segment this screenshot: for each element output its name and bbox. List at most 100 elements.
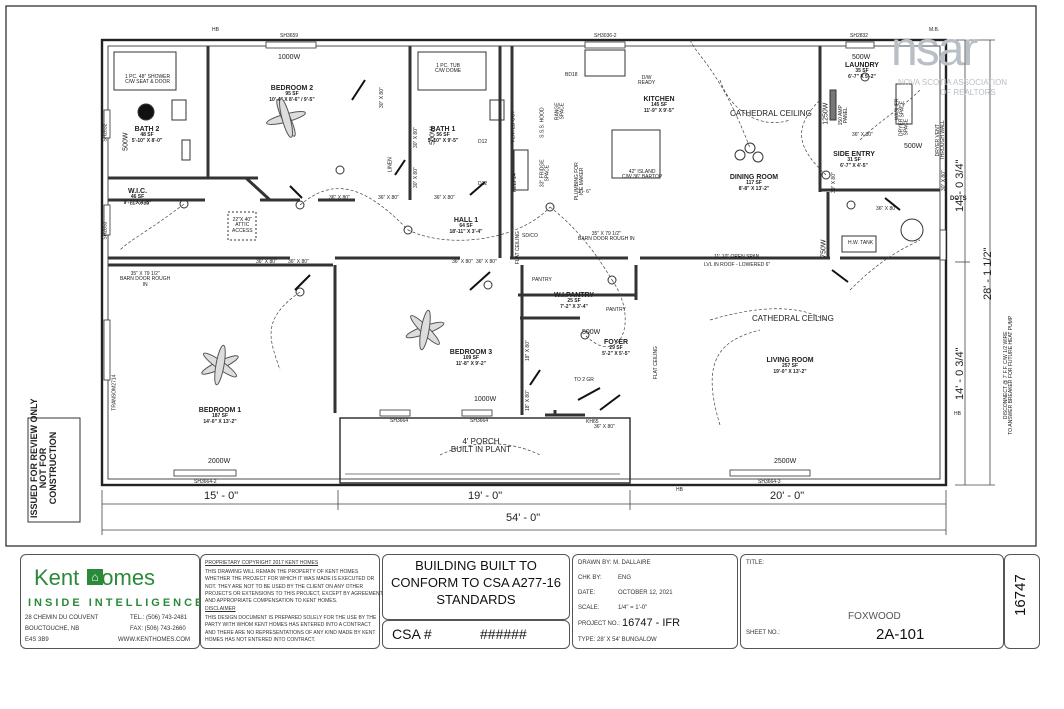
note-d12-a: D12 xyxy=(478,139,488,145)
sheet-value: 2A-101 xyxy=(876,626,925,643)
door-size: 36" X 80" xyxy=(476,259,497,265)
room-dims: 7'-2" X 3'-4" xyxy=(560,303,588,310)
room-name: KITCHEN xyxy=(643,96,675,103)
dimension-segment-2: 19' - 0" xyxy=(468,490,503,502)
note-disconnect: DISCONNECT @ 7' F.F. C/W 1/2 WIRE TO ANS… xyxy=(1003,315,1015,435)
address-line-1: 28 CHEMIN DU COUVENT xyxy=(25,615,99,621)
note-lvl: LVL IN ROOF - LOWERED 6" xyxy=(704,262,771,268)
project-type: TYPE: 28' X 54' BUNGALOW xyxy=(578,637,657,643)
exterior-walls xyxy=(100,38,948,487)
room-dims: 8'-8" X 13'-2" xyxy=(738,185,770,192)
room-wic: W.I.C. 46 SF 9'-7" X 4'-6" xyxy=(115,188,160,206)
note-hood: S.S.S. HOOD xyxy=(539,107,546,138)
tag-500w-foyer: 500W xyxy=(582,329,601,336)
room-name: BEDROOM 1 xyxy=(198,407,242,414)
room-dining: DINING ROOM 117 SF 8'-8" X 13'-2" xyxy=(723,174,785,192)
title-value: FOXWOOD xyxy=(848,611,901,622)
note-dryer-space: DRYER SPACE xyxy=(898,118,910,136)
address-line-3: E4S 3B9 xyxy=(25,637,49,643)
address-line-2: BOUCTOUCHE, NB xyxy=(25,626,80,632)
door-size: 36" X 80" xyxy=(329,195,350,201)
note-cathedral-living: CATHEDRAL CEILING xyxy=(752,314,834,323)
tag-mb: M.B. xyxy=(929,27,940,33)
note-fridge: 33" FRIDGE SPACE xyxy=(539,159,551,188)
door-size: 18" X 80" xyxy=(524,340,531,362)
fax: FAX: (506) 743-2660 xyxy=(130,626,186,632)
room-dims: 6'-7" X 5'-2" xyxy=(848,73,876,80)
scale-value: 1/4" = 1'-0" xyxy=(618,605,648,611)
tag-500w-bath2: 500W xyxy=(122,132,130,151)
dimension-lines xyxy=(101,39,995,535)
tag-sh2832-top: SH2832 xyxy=(850,33,869,39)
door-size: 36" X 80" xyxy=(256,259,277,265)
door-size: 36" X 80" xyxy=(594,424,615,430)
room-dims: 5'-2" X 5'-5" xyxy=(602,350,630,357)
tag-1000w-bed3: 1000W xyxy=(474,396,497,403)
tag-500w-bath1: 500W xyxy=(429,126,437,145)
csa-number: ###### xyxy=(480,626,527,642)
tag-transom: TRANSOM2714 xyxy=(111,374,118,411)
note-kitchen-dim: 3' - 6" xyxy=(578,189,591,195)
door-size: 36" X 80" xyxy=(452,259,473,265)
tag-2000w: 2000W xyxy=(208,458,231,465)
tag-sh3664-a: SH3664 xyxy=(390,418,409,424)
title-label: TITLE: xyxy=(746,560,765,566)
room-area: 257 SF xyxy=(781,363,799,370)
dimension-segment-3: 20' - 0" xyxy=(770,490,805,502)
door-size: 36" X 80" xyxy=(288,259,309,265)
room-dims: 5'-10" X 9'-5" xyxy=(427,137,459,144)
room-dims: 11'-8" X 9'-2" xyxy=(455,360,487,367)
electrical-circuits xyxy=(119,39,921,456)
note-pantry-2: PANTRY xyxy=(606,307,626,313)
tag-sh3036: SH3036-2 xyxy=(594,33,617,39)
nsar-watermark-line2: OF REALTORS xyxy=(940,88,996,97)
door-size: 30" X 80" xyxy=(940,170,947,192)
tag-500w-top: 500W xyxy=(852,54,871,61)
room-name: DINING ROOM xyxy=(729,174,779,181)
plumbing-fixtures xyxy=(113,49,924,253)
door-swings xyxy=(289,79,901,411)
date-label: DATE: xyxy=(578,590,596,596)
website: WWW.KENTHOMES.COM xyxy=(118,637,190,643)
tag-sh3664-2: SH3664-2 xyxy=(194,479,217,485)
drawn-by: DRAWN BY: M. DALLAIRE xyxy=(578,560,651,566)
review-stamp-box xyxy=(27,417,81,523)
tag-sh2853: SH2853 xyxy=(102,221,109,240)
titleblock-title-cell xyxy=(740,554,1004,649)
door-size: 36" X 80" xyxy=(130,201,151,207)
review-stamp: ISSUED FOR REVIEW ONLY NOT FOR CONSTRUCT… xyxy=(29,398,58,518)
room-name: LIVING ROOM xyxy=(766,357,814,364)
note-island: 42" ISLAND C/W 36" BARTOP xyxy=(622,169,663,181)
room-name: 4' PORCH xyxy=(462,437,500,446)
room-name: SIDE ENTRY xyxy=(833,151,875,158)
sheet-label: SHEET NO.: xyxy=(746,630,780,636)
room-dims: 9'-7" X 4'-6" xyxy=(123,199,152,206)
room-name: W.I.PANTRY xyxy=(553,292,595,299)
room-area: 109 SF xyxy=(462,355,480,362)
room-name: BATH 1 xyxy=(430,126,456,133)
note-panel: 150 AMP PANEL xyxy=(837,105,850,126)
room-dims: 10'-4" X 8'-6" / 9'-5" xyxy=(269,96,315,103)
titleblock-copyright-cell xyxy=(200,554,380,649)
note-open-span: 11'-10" OPEN SPAN xyxy=(714,254,760,260)
note-range: RANGE SPACE xyxy=(554,102,566,121)
room-dims: 6'-7" X 4'-5" xyxy=(840,162,868,169)
dimension-right-total: 28' - 1 1/2" xyxy=(982,247,994,300)
room-area: 95 SF xyxy=(285,91,299,98)
note-kh65: KH65 xyxy=(586,419,599,425)
disclaimer-title: DISCLAIMER xyxy=(205,606,236,612)
tag-dots: DOTS xyxy=(950,196,967,202)
dimension-total: 54' - 0" xyxy=(506,512,541,524)
room-hall-1: HALL 1 64 SF 18'-11" X 3'-4" xyxy=(440,217,492,235)
room-name: FOYER xyxy=(603,339,629,346)
titleblock-csa-cell xyxy=(382,620,570,649)
door-size: 36" X 80" xyxy=(434,195,455,201)
note-shower: 1 PC. 48" SHOWER C/W SEAT & DOOR xyxy=(125,74,171,86)
scale-label: SCALE: xyxy=(578,605,600,611)
room-area: 46 SF xyxy=(130,194,145,201)
room-porch: 4' PORCH BUILT IN PLANT xyxy=(446,437,516,455)
room-pantry: W.I.PANTRY 25 SF 7'-2" X 3'-4" xyxy=(548,292,600,310)
titleblock-logo-cell xyxy=(20,554,200,649)
tag-1000w-top: 1000W xyxy=(278,54,301,61)
note-sdco: SD/CO xyxy=(522,233,538,239)
